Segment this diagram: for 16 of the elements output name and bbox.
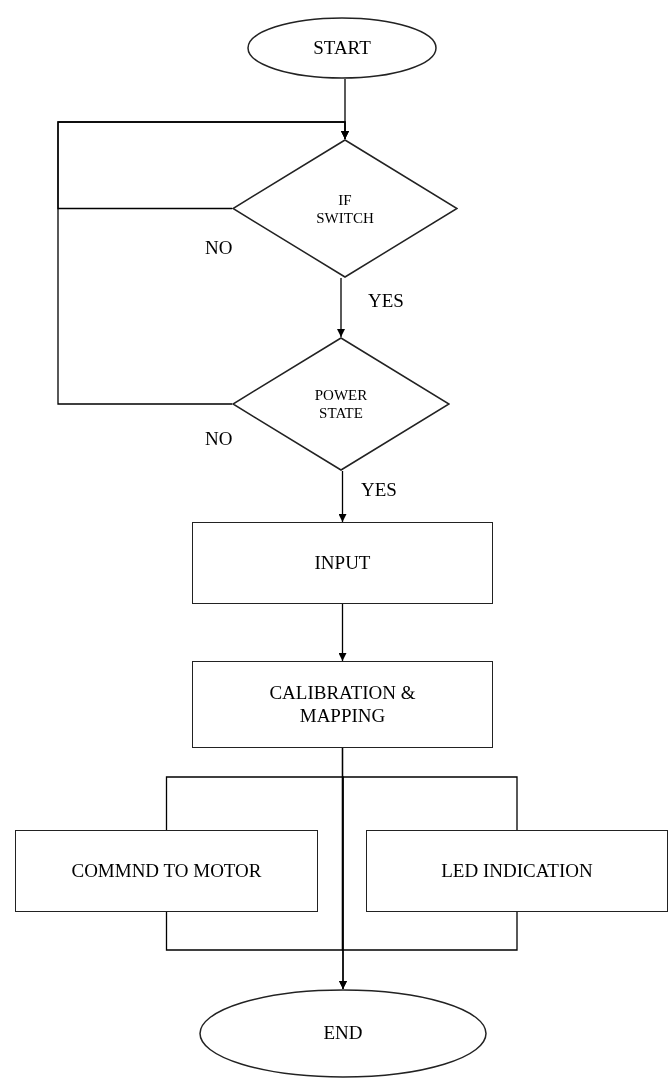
process-box <box>15 830 318 912</box>
arrow <box>57 121 349 405</box>
node-text: INPUT <box>314 551 371 575</box>
arrow <box>338 603 347 662</box>
arrow <box>338 470 347 523</box>
node-text: END <box>323 1022 363 1045</box>
node-text: CALIBRATION & MAPPING <box>268 681 417 728</box>
node-text: COMMND TO MOTOR <box>71 859 262 883</box>
process-box <box>192 661 493 748</box>
process-box <box>366 830 668 912</box>
arrow <box>337 277 345 338</box>
node-text: POWER STATE <box>313 386 369 422</box>
process-box <box>192 522 493 604</box>
node-text: START <box>313 36 371 60</box>
node-text: LED INDICATION <box>441 859 593 883</box>
node-text: IF SWITCH <box>315 190 375 227</box>
